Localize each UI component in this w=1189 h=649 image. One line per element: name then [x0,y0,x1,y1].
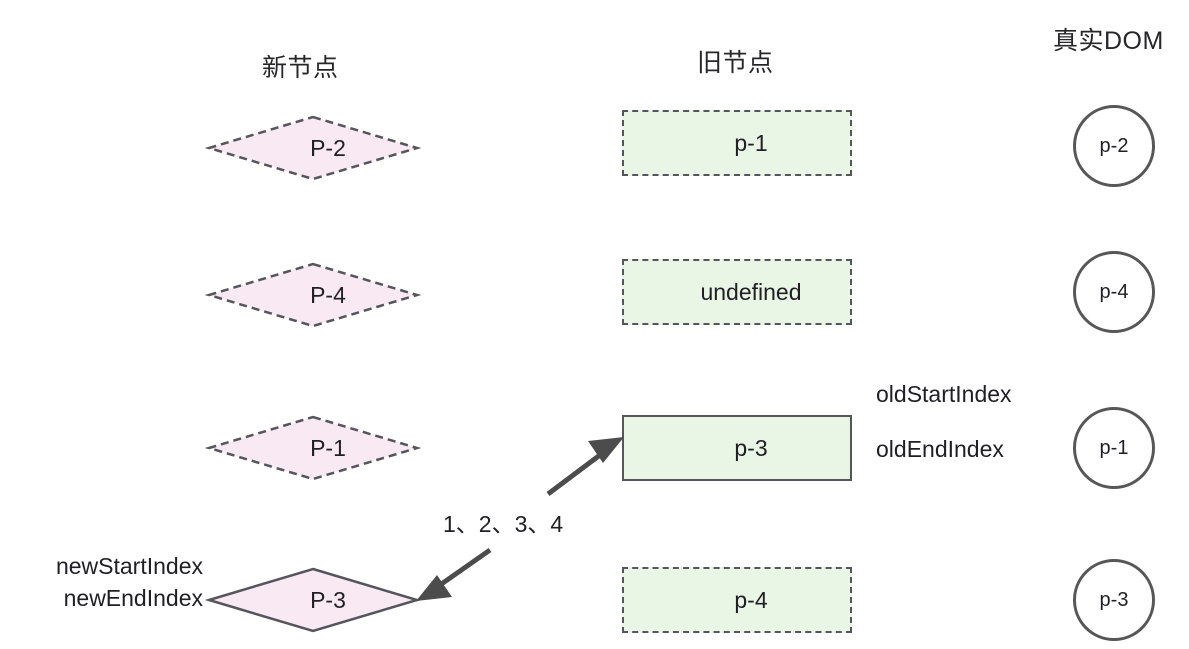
new-node-diamond-0: P-2 [204,115,422,181]
move-sequence-label: 1、2、3、4 [443,511,564,537]
new-node-diamond-3: P-3 [204,567,422,633]
old-start-index-label: oldStartIndex [876,381,1012,407]
real-dom-circle-0: p-2 [1073,105,1155,187]
new-start-index-label: newStartIndex [55,553,203,579]
diamond-shape-icon [204,415,422,481]
old-node-box-2: p-3 [622,415,852,481]
arrow-to-new-node-p3 [416,547,492,601]
old-node-box-1: undefined [622,259,852,325]
old-node-box-0: p-1 [622,110,852,176]
column-header-new-nodes: 新节点 [262,54,339,82]
diamond-shape-icon [204,262,422,328]
old-node-box-3: p-4 [622,567,852,633]
new-end-index-label: newEndIndex [63,585,203,611]
column-header-real-dom: 真实DOM [1053,27,1164,55]
column-header-old-nodes: 旧节点 [697,49,774,77]
new-node-diamond-1: P-4 [204,262,422,328]
diamond-shape-icon [204,115,422,181]
new-node-diamond-2: P-1 [204,415,422,481]
real-dom-circle-1: p-4 [1073,251,1155,333]
real-dom-circle-2: p-1 [1073,407,1155,489]
old-end-index-label: oldEndIndex [876,436,1004,462]
diamond-shape-icon [204,567,422,633]
real-dom-circle-3: p-3 [1073,559,1155,641]
arrow-to-old-node-p3 [546,437,624,496]
